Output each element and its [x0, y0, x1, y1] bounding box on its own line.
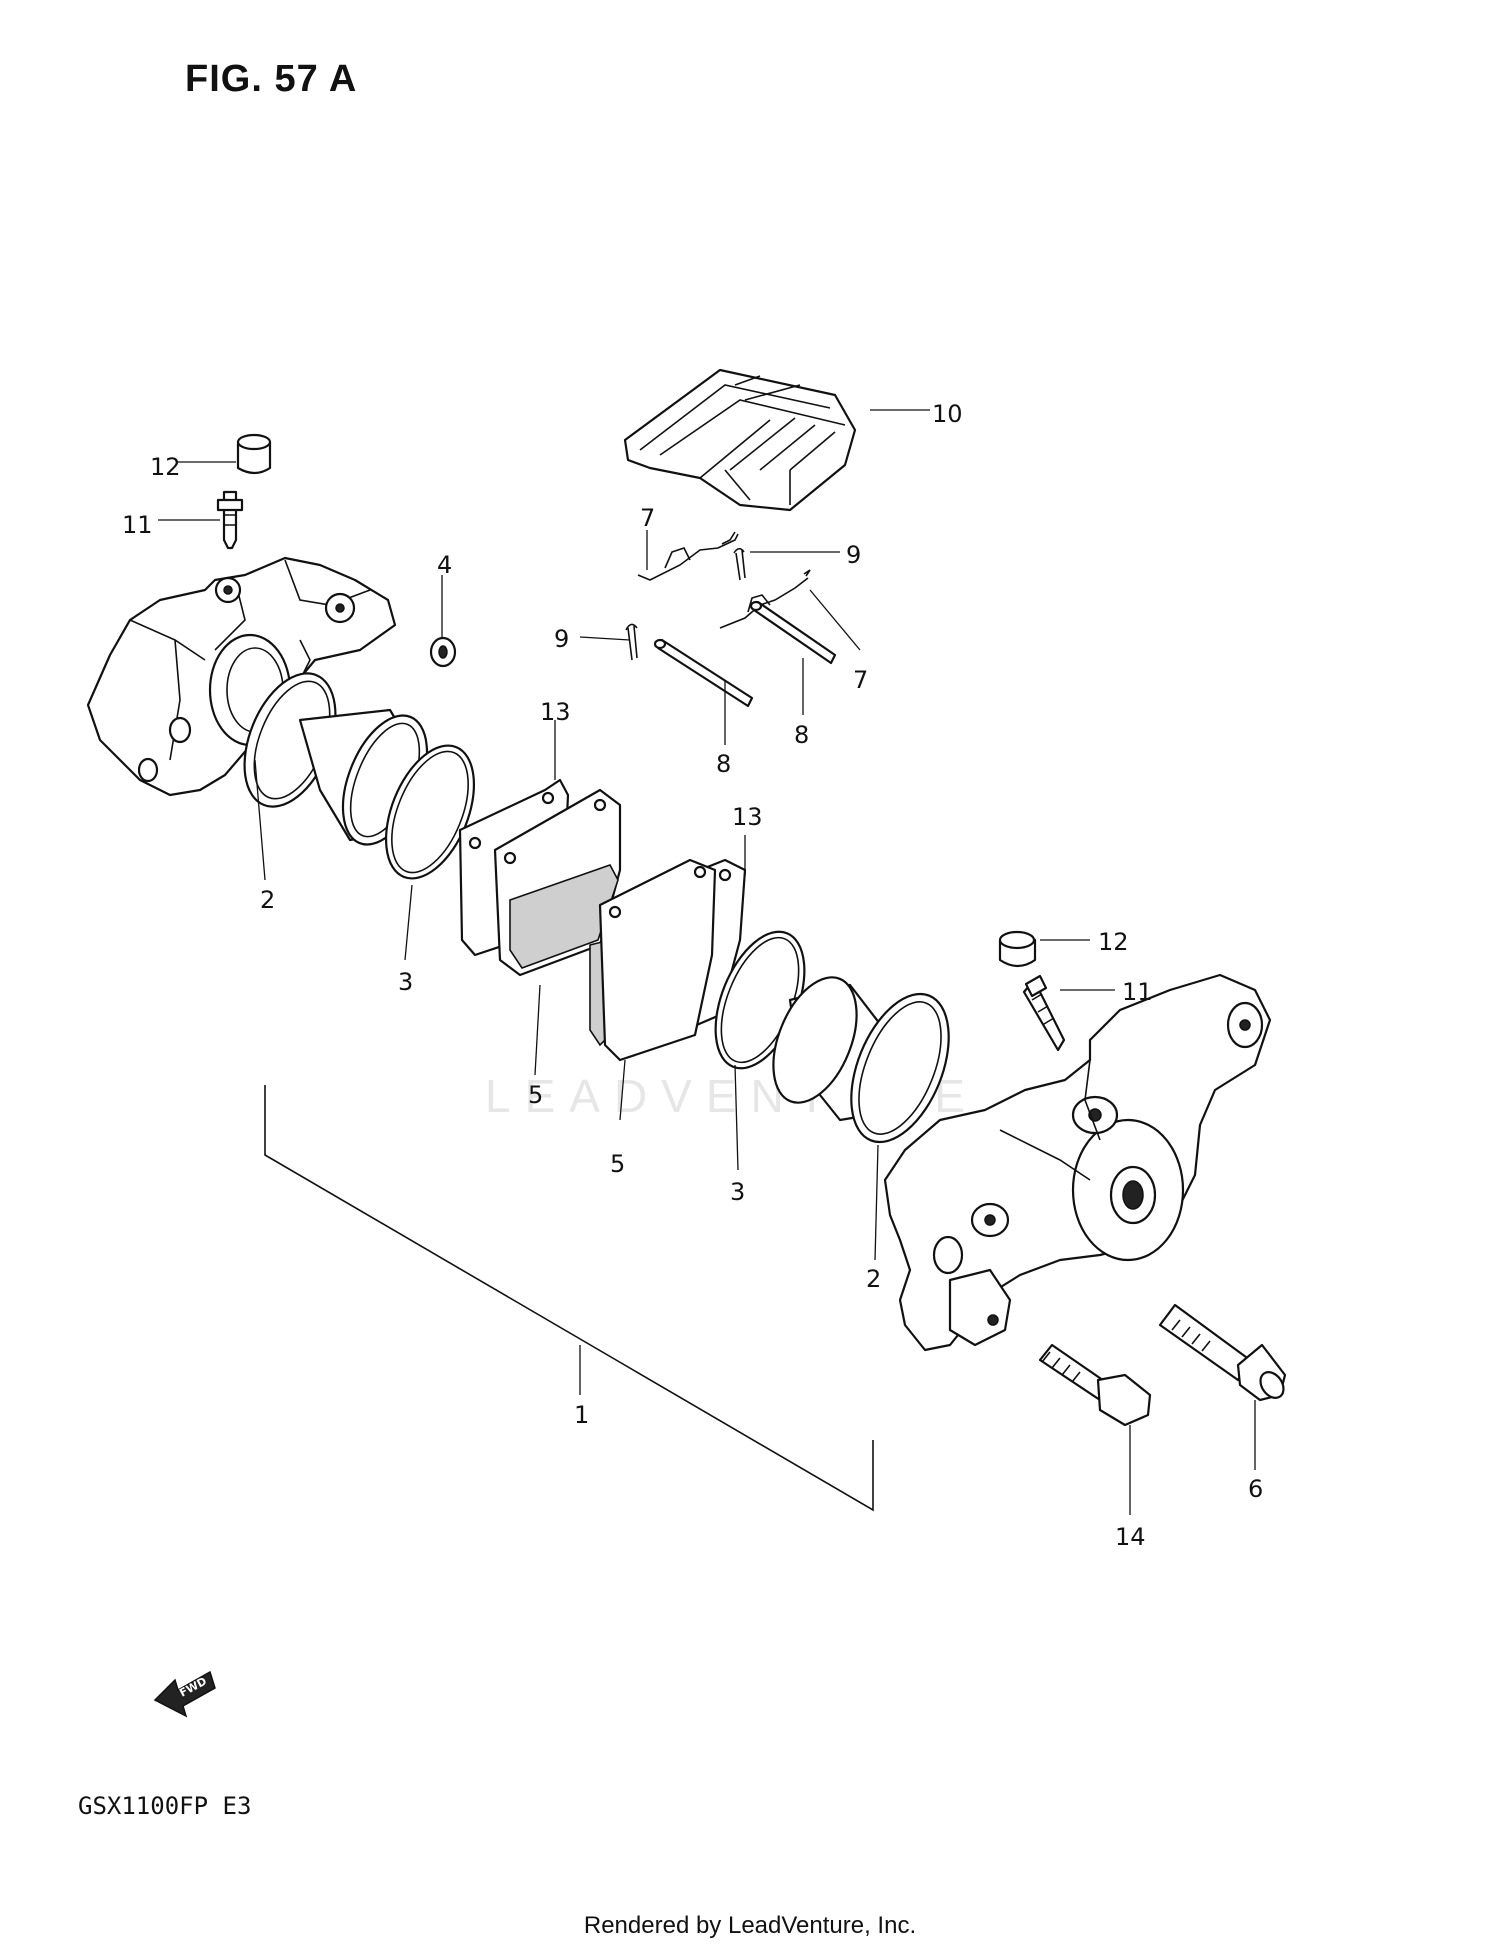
part-10-pad-cover: [623, 368, 857, 512]
callout-5-right: 5: [610, 1150, 625, 1178]
callout-7-right: 7: [853, 666, 868, 694]
part-3-dust-seal-left: [384, 744, 476, 880]
part-7-spring-right: [719, 569, 811, 629]
callout-8-left: 8: [716, 750, 731, 778]
callout-12-left: 12: [150, 453, 181, 481]
callout-labels: 12 11 4 2 3 13 5 10 7 9 9 8 8 7 13 5 3 2…: [122, 400, 1263, 1551]
callout-5-left: 5: [528, 1081, 543, 1109]
part-4-washer: [429, 636, 457, 668]
callout-9-left: 9: [554, 625, 569, 653]
part-8-pin-right: [749, 600, 837, 665]
part-9-clip-upper: [733, 547, 746, 581]
callout-8-right: 8: [794, 721, 809, 749]
fwd-arrow-icon: FWD: [153, 1670, 216, 1718]
part-2-piston-seal-right: [850, 992, 950, 1144]
callout-11-left: 11: [122, 511, 153, 539]
part-14-flange-bolt: [1038, 1343, 1152, 1427]
part-12-cap-right: [998, 930, 1037, 968]
part-5-brake-pad-left: [493, 788, 622, 977]
part-2-caliper-body-right: [883, 973, 1272, 1352]
render-credit: Rendered by LeadVenture, Inc.: [583, 1912, 917, 1939]
callout-2-left: 2: [260, 886, 275, 914]
part-1-assembly-bracket: [264, 1085, 874, 1512]
callout-3-right: 3: [730, 1178, 745, 1206]
part-6-bolt: [1158, 1303, 1287, 1402]
callout-11-right: 11: [1122, 978, 1153, 1006]
callout-12-right: 12: [1098, 928, 1129, 956]
callout-14: 14: [1115, 1523, 1146, 1551]
part-5-brake-pad-right: [589, 858, 717, 1062]
part-9-clip-left: [625, 623, 638, 661]
part-7-spring-left: [637, 531, 739, 581]
part-8-pin-left: [653, 638, 754, 708]
figure-title: FIG. 57 A: [185, 58, 358, 100]
callout-7-left: 7: [640, 504, 655, 532]
callout-10: 10: [932, 400, 963, 428]
callout-3-left: 3: [398, 968, 413, 996]
callout-1: 1: [574, 1401, 589, 1429]
callout-6: 6: [1248, 1475, 1263, 1503]
part-11-bleeder-valve-left: [216, 490, 244, 550]
callout-13-right: 13: [732, 803, 763, 831]
callout-13-left: 13: [540, 698, 571, 726]
callout-2-right: 2: [866, 1265, 881, 1293]
callout-4: 4: [437, 551, 452, 579]
piston-right: [772, 976, 902, 1122]
leader-lines: [158, 409, 1256, 1515]
model-code: GSX1100FP E3: [78, 1792, 252, 1820]
callout-9-upper: 9: [846, 541, 861, 569]
part-11-bleeder-valve-right: [1022, 974, 1066, 1052]
part-12-cap-left: [236, 433, 272, 475]
